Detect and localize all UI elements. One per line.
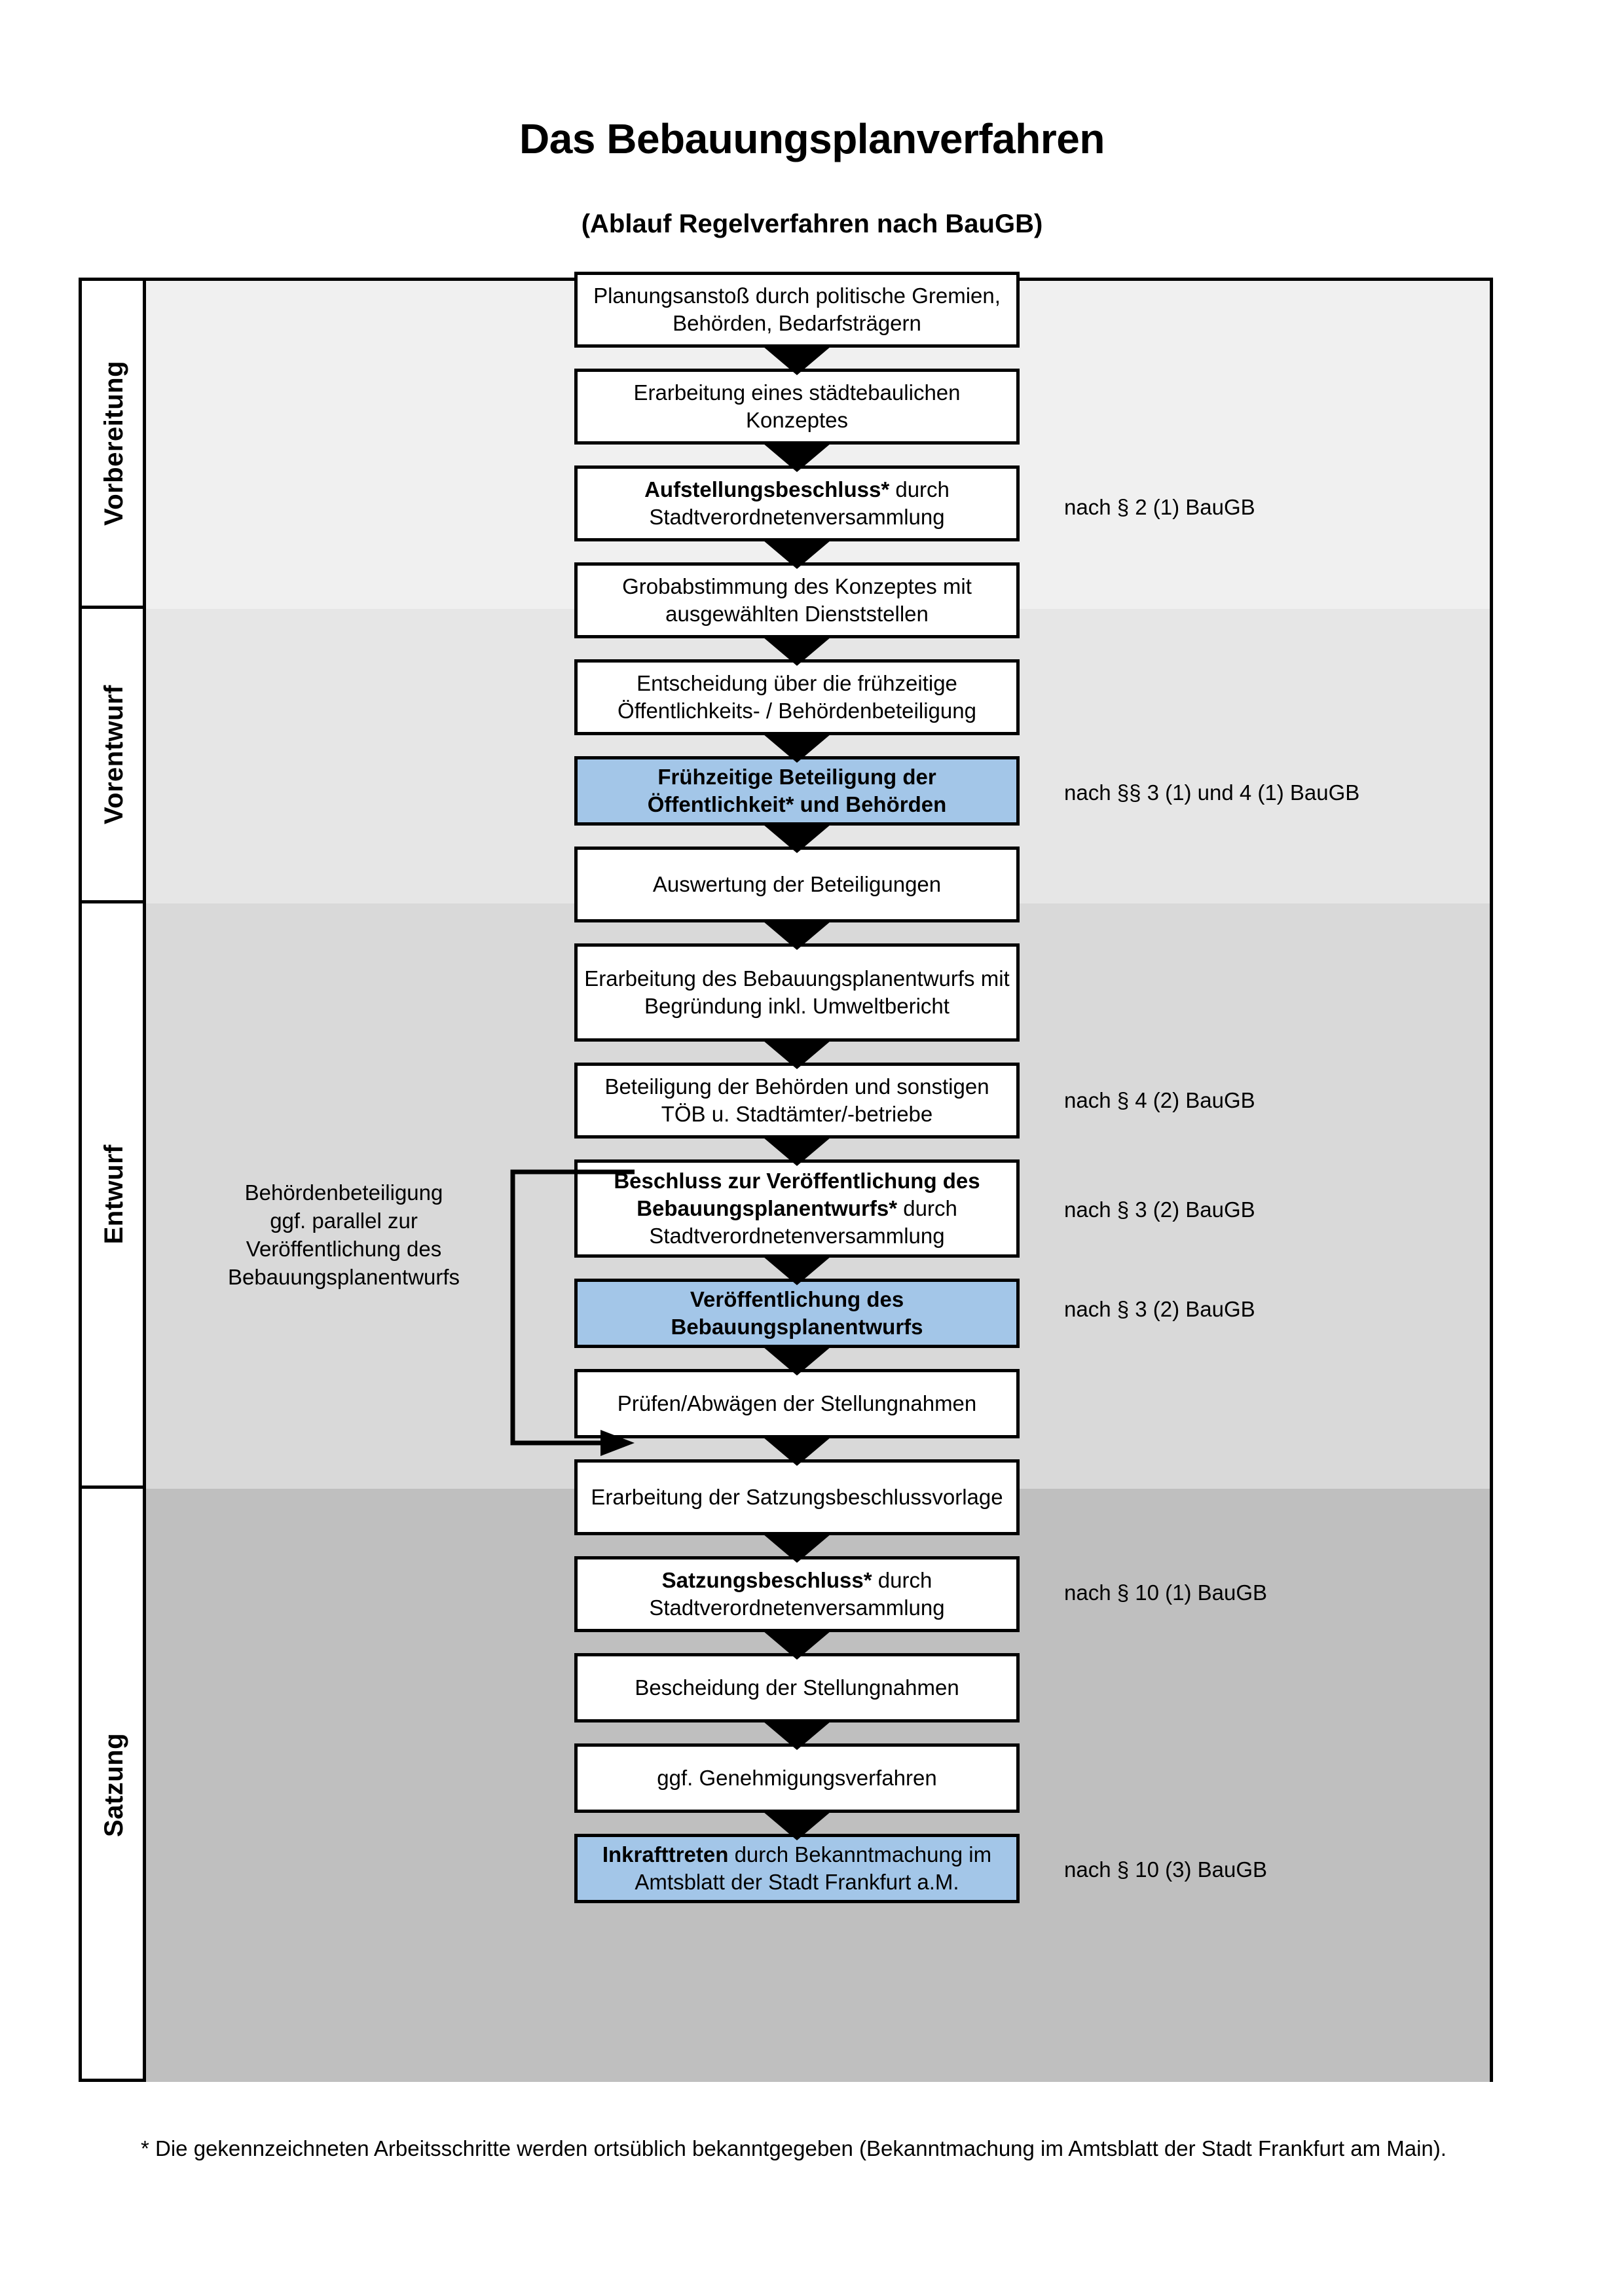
arrow-6 xyxy=(763,824,831,853)
step-fruehzeitige-beteiligung-label: Frühzeitige Beteiligung der Öffentlichke… xyxy=(647,764,947,816)
step-veroeffentlichung-label: Veröffentlichung des Bebauungsplanentwur… xyxy=(671,1286,923,1339)
arrow-8 xyxy=(763,1040,831,1069)
legal-ref-2-1: nach § 2 (1) BauGB xyxy=(1064,495,1255,519)
arrow-2 xyxy=(763,443,831,472)
step-pruefen-abwaegen-label: Prüfen/Abwägen der Stellungnahmen xyxy=(617,1391,977,1415)
step-grobabstimmung-label: Grobabstimmung des Konzeptes mit ausgewä… xyxy=(622,574,972,626)
step-pruefen-abwaegen[interactable]: Prüfen/Abwägen der Stellungnahmen xyxy=(574,1369,1020,1438)
arrow-7 xyxy=(763,921,831,950)
step-konzept-label: Erarbeitung eines städtebaulichen Konzep… xyxy=(633,380,961,432)
step-aufstellungsbeschluss[interactable]: Aufstellungsbeschluss* durch Stadtverord… xyxy=(574,465,1020,541)
arrow-12 xyxy=(763,1437,831,1466)
step-bescheidung-label: Bescheidung der Stellungnahmen xyxy=(635,1675,959,1700)
stage-label-entwurf-text: Entwurf xyxy=(99,1144,128,1245)
bypass-connector xyxy=(506,1168,637,1456)
step-satzungsbeschluss-text: Satzungsbeschluss* durch Stadtverordnete… xyxy=(584,1567,1010,1622)
arrow-1 xyxy=(763,346,831,375)
legal-ref-3-1-4-1: nach §§ 3 (1) und 4 (1) BauGB xyxy=(1064,780,1360,805)
step-planungsanstoss[interactable]: Planungsanstoß durch politische Gremien,… xyxy=(574,272,1020,348)
arrow-13 xyxy=(763,1534,831,1563)
bypass-connector-svg xyxy=(510,1169,635,1456)
step-aufstellungsbeschluss-text: Aufstellungsbeschluss* durch Stadtverord… xyxy=(584,476,1010,531)
flowchart-frame: Vorbereitung Vorentwurf Entwurf Satzung … xyxy=(79,272,1493,2082)
legal-ref-10-3: nach § 10 (3) BauGB xyxy=(1064,1857,1268,1882)
step-satzungsvorlage-label: Erarbeitung der Satzungsbeschlussvorlage xyxy=(591,1484,1003,1509)
arrow-4 xyxy=(763,637,831,666)
stage-label-satzung-text: Satzung xyxy=(99,1733,128,1838)
step-bescheidung[interactable]: Bescheidung der Stellungnahmen xyxy=(574,1653,1020,1722)
arrow-9 xyxy=(763,1137,831,1166)
step-inkrafttreten-rest: durch Bekanntmachung im Amtsblatt der St… xyxy=(635,1842,992,1894)
step-erarbeitung-entwurf[interactable]: Erarbeitung des Bebauungsplanentwurfs mi… xyxy=(574,943,1020,1042)
step-aufstellungsbeschluss-bold: Aufstellungsbeschluss* xyxy=(644,477,890,501)
step-inkrafttreten-bold: Inkrafttreten xyxy=(602,1842,729,1867)
step-satzungsvorlage[interactable]: Erarbeitung der Satzungsbeschlussvorlage xyxy=(574,1459,1020,1535)
step-aufstellungsbeschluss-rest: durch Stadtverordnetenversammlung xyxy=(649,477,950,529)
step-inkrafttreten[interactable]: Inkrafttreten durch Bekanntmachung im Am… xyxy=(574,1834,1020,1903)
sidenote-line-2: ggf. parallel zur xyxy=(270,1208,418,1233)
stage-label-vorbereitung-text: Vorbereitung xyxy=(99,361,128,526)
legal-ref-3-2-a: nach § 3 (2) BauGB xyxy=(1064,1197,1255,1222)
page-title: Das Bebauungsplanverfahren xyxy=(519,115,1105,162)
stage-label-vorentwurf: Vorentwurf xyxy=(82,609,146,903)
step-erarbeitung-entwurf-label: Erarbeitung des Bebauungsplanentwurfs mi… xyxy=(584,966,1010,1018)
stage-label-vorbereitung: Vorbereitung xyxy=(82,281,146,609)
step-beschluss-veroeffentlichung-text: Beschluss zur Veröffentlichung des Bebau… xyxy=(584,1167,1010,1250)
legal-ref-10-1: nach § 10 (1) BauGB xyxy=(1064,1580,1268,1605)
step-entscheidung-label: Entscheidung über die frühzeitige Öffent… xyxy=(618,670,976,723)
step-satzungsbeschluss-bold: Satzungsbeschluss* xyxy=(661,1567,872,1592)
step-veroeffentlichung[interactable]: Veröffentlichung des Bebauungsplanentwur… xyxy=(574,1279,1020,1348)
step-behoerden-toeb-label: Beteiligung der Behörden und sonstigen T… xyxy=(604,1074,989,1126)
step-entscheidung[interactable]: Entscheidung über die frühzeitige Öffent… xyxy=(574,659,1020,735)
arrow-15 xyxy=(763,1721,831,1750)
stage-label-entwurf: Entwurf xyxy=(82,903,146,1489)
sidenote-behoerdenbeteiligung: Behördenbeteiligung ggf. parallel zur Ve… xyxy=(187,1179,501,1292)
step-behoerden-toeb[interactable]: Beteiligung der Behörden und sonstigen T… xyxy=(574,1063,1020,1139)
step-inkrafttreten-text: Inkrafttreten durch Bekanntmachung im Am… xyxy=(584,1841,1010,1896)
stage-label-vorentwurf-text: Vorentwurf xyxy=(99,684,128,825)
step-auswertung-label: Auswertung der Beteiligungen xyxy=(652,871,942,896)
step-konzept[interactable]: Erarbeitung eines städtebaulichen Konzep… xyxy=(574,369,1020,445)
arrow-5 xyxy=(763,734,831,763)
arrow-11 xyxy=(763,1347,831,1376)
stage-label-satzung: Satzung xyxy=(82,1489,146,2082)
step-beschluss-veroeffentlichung-bold: Beschluss zur Veröffentlichung des Bebau… xyxy=(614,1168,980,1220)
legal-ref-4-2: nach § 4 (2) BauGB xyxy=(1064,1088,1255,1112)
stage-label-column: Vorbereitung Vorentwurf Entwurf Satzung xyxy=(82,281,146,2079)
sidenote-line-1: Behördenbeteiligung xyxy=(244,1180,443,1205)
page-subtitle: (Ablauf Regelverfahren nach BauGB) xyxy=(581,210,1043,238)
step-genehmigung[interactable]: ggf. Genehmigungsverfahren xyxy=(574,1743,1020,1813)
sidenote-line-4: Bebauungsplanentwurfs xyxy=(227,1264,460,1289)
arrow-10 xyxy=(763,1256,831,1285)
step-grobabstimmung[interactable]: Grobabstimmung des Konzeptes mit ausgewä… xyxy=(574,562,1020,638)
step-planungsanstoss-label: Planungsanstoß durch politische Gremien,… xyxy=(593,283,1001,335)
step-satzungsbeschluss[interactable]: Satzungsbeschluss* durch Stadtverordnete… xyxy=(574,1556,1020,1632)
legal-ref-3-2-b: nach § 3 (2) BauGB xyxy=(1064,1297,1255,1321)
step-genehmigung-label: ggf. Genehmigungsverfahren xyxy=(657,1765,937,1790)
footnote: * Die gekennzeichneten Arbeitsschritte w… xyxy=(141,2136,1447,2160)
arrow-3 xyxy=(763,540,831,569)
step-satzungsbeschluss-rest: durch Stadtverordnetenversammlung xyxy=(649,1567,945,1620)
step-auswertung[interactable]: Auswertung der Beteiligungen xyxy=(574,847,1020,922)
step-beschluss-veroeffentlichung[interactable]: Beschluss zur Veröffentlichung des Bebau… xyxy=(574,1159,1020,1258)
sidenote-line-3: Veröffentlichung des xyxy=(246,1236,442,1261)
arrow-14 xyxy=(763,1631,831,1660)
arrow-16 xyxy=(763,1812,831,1840)
step-beschluss-veroeffentlichung-rest: durch Stadtverordnetenversammlung xyxy=(649,1195,957,1248)
step-fruehzeitige-beteiligung[interactable]: Frühzeitige Beteiligung der Öffentlichke… xyxy=(574,756,1020,826)
